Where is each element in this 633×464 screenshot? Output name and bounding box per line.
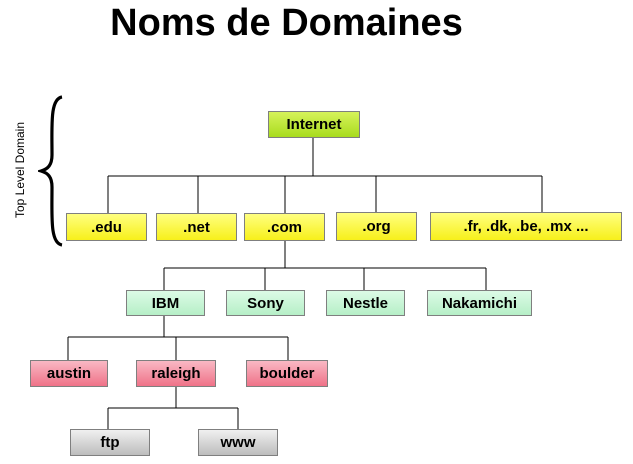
node-tld-country: .fr, .dk, .be, .mx ...: [430, 212, 622, 241]
node-tld-com: .com: [244, 213, 325, 241]
node-boulder: boulder: [246, 360, 328, 387]
node-austin: austin: [30, 360, 108, 387]
node-internet: Internet: [268, 111, 360, 138]
node-raleigh: raleigh: [136, 360, 216, 387]
node-tld-edu: .edu: [66, 213, 147, 241]
node-www: www: [198, 429, 278, 456]
node-tld-org: .org: [336, 212, 417, 241]
page-title: Noms de Domaines: [110, 2, 463, 44]
curly-brace-icon: [38, 95, 63, 247]
node-ibm: IBM: [126, 290, 205, 316]
node-nestle: Nestle: [326, 290, 405, 316]
node-tld-net: .net: [156, 213, 237, 241]
node-ftp: ftp: [70, 429, 150, 456]
node-nakamichi: Nakamichi: [427, 290, 532, 316]
node-sony: Sony: [226, 290, 305, 316]
